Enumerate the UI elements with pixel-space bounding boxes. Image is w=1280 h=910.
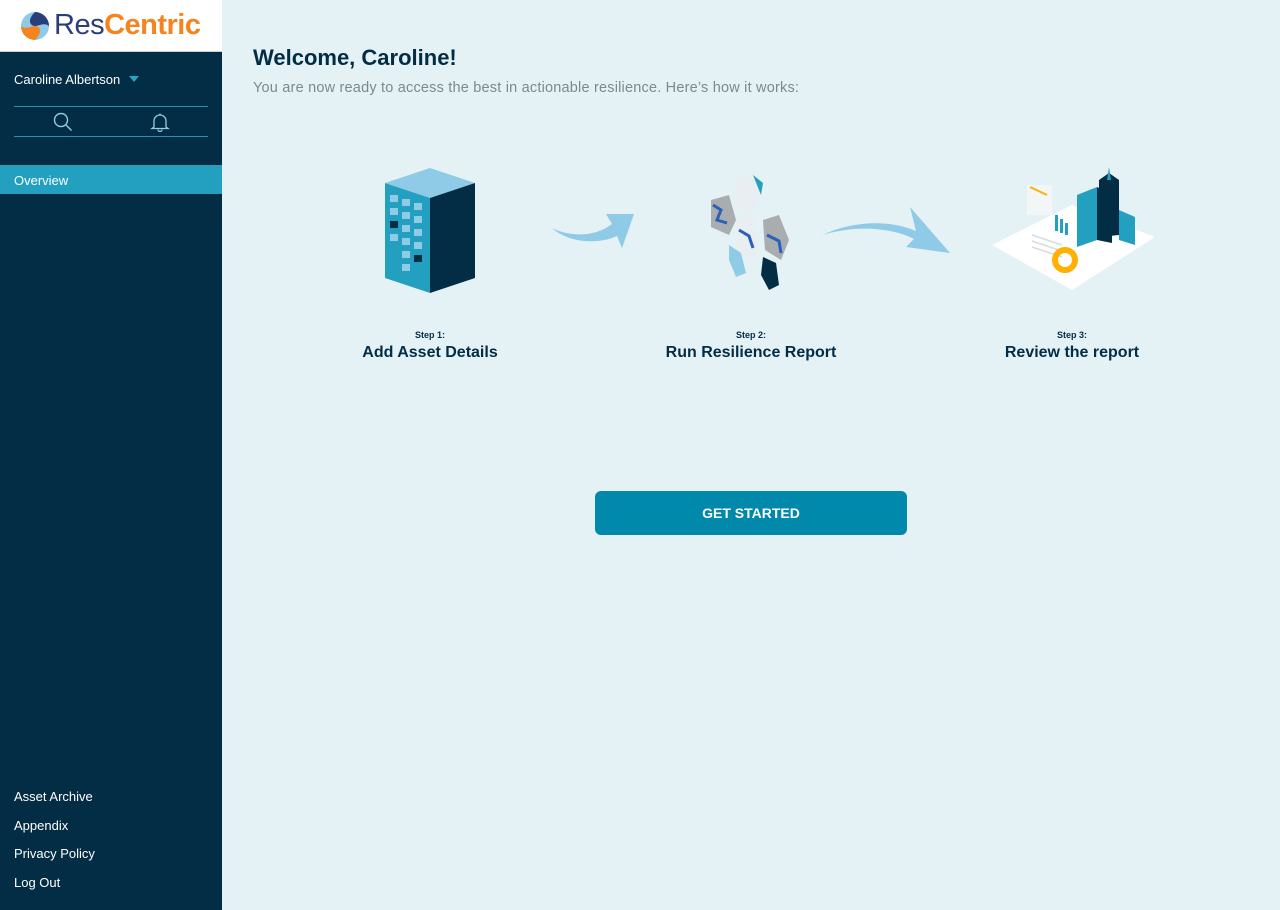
step-3-title: Review the report	[1004, 344, 1140, 361]
link-appendix[interactable]: Appendix	[14, 817, 69, 833]
nav-overview[interactable]: Overview	[0, 165, 222, 194]
arrow-icon	[552, 214, 634, 248]
step-2: Step 2: Run Resilience Report	[621, 165, 881, 361]
arrow-icon	[822, 207, 950, 253]
search-icon	[53, 112, 72, 131]
step-2-title: Run Resilience Report	[665, 344, 837, 361]
link-log-out[interactable]: Log Out	[14, 874, 61, 890]
hazard-maps-illustration	[711, 175, 789, 290]
brand-centric: Centric	[104, 9, 201, 41]
caret-down-icon	[129, 76, 140, 82]
page-title: Welcome, Caroline!	[253, 45, 457, 70]
page-subtitle: You are now ready to access the best in …	[253, 80, 800, 96]
brand-res: Res	[54, 9, 105, 41]
step-1-label: Step 1:	[414, 330, 445, 340]
step-1-title: Add Asset Details	[362, 344, 498, 361]
report-illustration	[992, 167, 1155, 290]
rescentric-logo-icon	[21, 11, 49, 40]
step-3-label: Step 3:	[1056, 330, 1087, 340]
get-started-button[interactable]: GET STARTED	[595, 491, 907, 535]
main-content: Welcome, Caroline! You are now ready to …	[222, 0, 1280, 910]
user-menu[interactable]: Caroline Albertson	[0, 52, 222, 92]
notifications-button[interactable]	[111, 107, 208, 136]
sidebar: ResCentric Caroline Albertson Overview A…	[0, 0, 222, 910]
link-privacy-policy[interactable]: Privacy Policy	[14, 846, 95, 861]
step-3: Step 3: Review the report	[942, 165, 1202, 361]
bell-icon	[149, 113, 170, 132]
step-2-label: Step 2:	[735, 330, 766, 340]
search-button[interactable]	[14, 107, 111, 136]
building-illustration	[385, 168, 475, 293]
user-name: Caroline Albertson	[14, 71, 121, 87]
logo[interactable]: ResCentric	[0, 0, 222, 52]
step-1: Step 1: Add Asset Details	[300, 165, 560, 361]
link-asset-archive[interactable]: Asset Archive	[14, 789, 93, 804]
